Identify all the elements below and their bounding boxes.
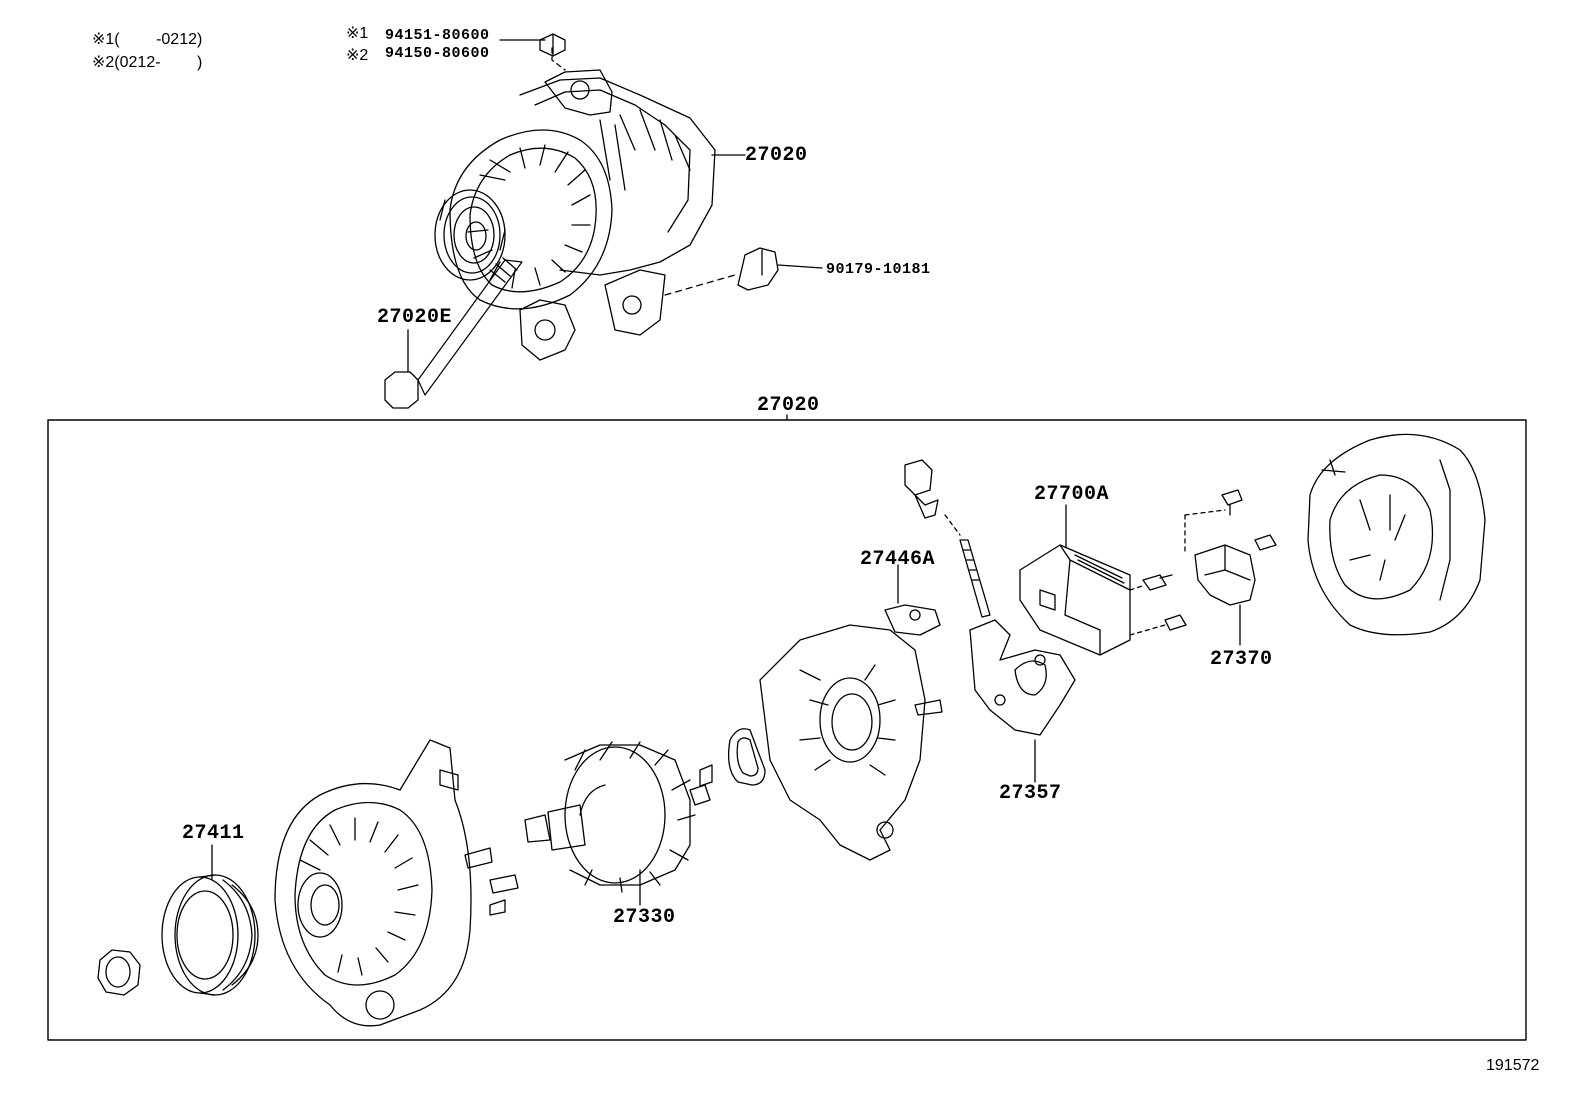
regulator-illustration — [1020, 545, 1130, 655]
assembly-frame — [48, 420, 1526, 1040]
label-bolt: 27020E — [377, 306, 453, 329]
label-box-title: 27020 — [757, 394, 820, 417]
label-rotor: 27330 — [613, 906, 676, 929]
front-frame-illustration — [275, 740, 518, 1026]
rear-frame-illustration — [760, 625, 942, 860]
note-2: ※2(0212- ) — [92, 54, 203, 71]
rear-end-cover-illustration — [1308, 434, 1485, 634]
label-pulley: 27411 — [182, 822, 245, 845]
rotor-illustration — [525, 742, 712, 892]
alternator-assembly-illustration — [385, 34, 778, 408]
leader-clip — [778, 265, 822, 268]
pulley-illustration — [162, 875, 258, 995]
nut-ref2-part: 94150-80600 — [385, 45, 490, 62]
screws-illustration — [1130, 490, 1276, 635]
nut-ref2-mark: ※2 — [346, 47, 369, 64]
label-brush-holder: 27357 — [999, 782, 1062, 805]
label-insulator: 27446A — [860, 548, 936, 571]
label-terminal-cover: 27370 — [1210, 648, 1273, 671]
terminal-cover-illustration — [1195, 545, 1255, 605]
label-alternator-assy: 27020 — [745, 144, 808, 167]
bearing-retainer-illustration — [729, 729, 765, 785]
figure-number: 191572 — [1486, 1057, 1540, 1074]
note-1: ※1( -0212) — [92, 31, 203, 48]
label-regulator: 27700A — [1034, 483, 1110, 506]
nut-illustration — [98, 950, 140, 995]
nut-ref1-part: 94151-80600 — [385, 27, 490, 44]
nut-ref1-mark: ※1 — [346, 25, 369, 42]
insulator-illustration — [885, 605, 940, 635]
brush-holder-illustration — [905, 460, 1075, 735]
label-clip: 90179-10181 — [826, 261, 931, 278]
